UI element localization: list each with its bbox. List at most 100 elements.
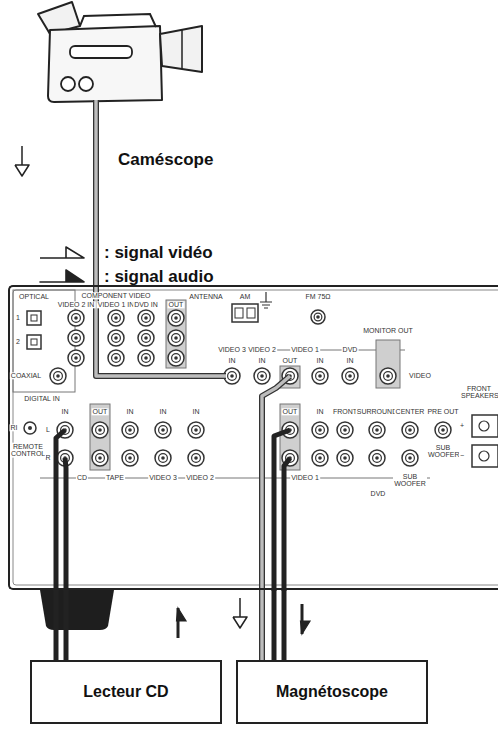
jack-pin <box>114 316 118 320</box>
legend-entry: : signal audio <box>38 267 238 287</box>
panel-label: ANTENNA <box>188 293 223 300</box>
rca-jack <box>92 422 108 438</box>
panel-label: VIDEO 2 IN <box>57 301 96 308</box>
remote-jack-pin <box>28 426 32 430</box>
rca-jack <box>311 310 325 324</box>
jack-rim <box>380 368 396 384</box>
jack-ring <box>316 426 325 435</box>
audio-cable <box>284 458 290 591</box>
jack-ring <box>314 313 322 321</box>
rca-jack <box>435 422 451 438</box>
group-rule <box>40 478 430 479</box>
jack-ring <box>316 454 325 463</box>
jack-ring <box>341 454 350 463</box>
jack-pin <box>74 356 78 360</box>
jack-rim <box>122 450 138 466</box>
jack-pin <box>161 428 165 432</box>
device-box: Magnétoscope <box>236 660 428 724</box>
jack-ring <box>439 426 448 435</box>
panel-label: SURROUND <box>356 408 398 415</box>
jack-pin <box>343 428 347 432</box>
video-cable-edge <box>93 100 99 186</box>
jack-rim <box>68 350 84 366</box>
jack-rim <box>224 368 240 384</box>
jack-ring <box>112 354 121 363</box>
panel-label: DVD <box>342 346 359 353</box>
receiver-foot <box>40 590 114 630</box>
panel-label: REMOTE CONTROL <box>10 443 46 458</box>
rca-jack <box>122 422 138 438</box>
rca-jack <box>168 330 184 346</box>
receiver-panel <box>8 285 498 630</box>
rca-jack <box>402 450 418 466</box>
jack-pin <box>161 456 165 460</box>
camcorder-lens <box>160 26 202 72</box>
jack-pin <box>375 428 379 432</box>
jack-ring <box>72 334 81 343</box>
jack-rim <box>402 450 418 466</box>
jack-pin <box>144 356 148 360</box>
camcorder-node: Caméscope <box>20 0 220 186</box>
jack-pin <box>316 315 320 319</box>
panel-label: RI <box>10 424 19 431</box>
output-box <box>166 300 186 368</box>
jack-pin <box>408 428 412 432</box>
audio-cable <box>65 458 66 591</box>
filled-arrow-symbol <box>40 270 84 282</box>
jack-pin <box>114 336 118 340</box>
jack-rim <box>168 350 184 366</box>
jack-rim <box>337 422 353 438</box>
camcorder-body <box>48 26 162 102</box>
jack-ring <box>192 454 201 463</box>
terminal-screw <box>479 421 489 431</box>
jack-rim <box>168 310 184 326</box>
audio-cable <box>272 590 277 660</box>
panel-label: COMPONENT VIDEO <box>80 292 151 299</box>
jack-rim <box>108 330 124 346</box>
am-clip <box>235 308 243 318</box>
panel-label: OUT <box>92 408 109 415</box>
jack-pin <box>194 428 198 432</box>
video-cable-core <box>260 590 263 660</box>
panel-inner-frame <box>13 290 498 585</box>
jack-ring <box>72 314 81 323</box>
jack-ring <box>142 354 151 363</box>
camcorder-window <box>70 46 132 58</box>
speaker-terminal <box>472 415 498 437</box>
legend-text: : signal vidéo <box>104 243 213 263</box>
jack-rim <box>68 330 84 346</box>
panel-label: L <box>45 426 51 433</box>
panel-label: IN <box>258 357 267 364</box>
jack-ring <box>159 426 168 435</box>
panel-label: CD <box>76 474 88 481</box>
rca-jack <box>312 450 328 466</box>
terminal-screw <box>479 451 489 461</box>
jack-rim <box>138 330 154 346</box>
panel-label: IN <box>316 408 325 415</box>
rca-jack <box>380 368 396 384</box>
rca-jack <box>138 310 154 326</box>
filled-arrowhead <box>177 608 187 621</box>
rca-jack <box>68 310 84 326</box>
jack-rim <box>342 368 358 384</box>
camcorder-illustration <box>38 2 202 102</box>
jack-rim <box>92 450 108 466</box>
panel-label: FRONT SPEAKERS <box>460 385 498 400</box>
legend-entry: : signal vidéo <box>38 243 238 263</box>
rca-jack <box>188 450 204 466</box>
panel-label: FRONT <box>332 408 358 415</box>
rca-jack <box>108 350 124 366</box>
camcorder-button <box>61 77 75 91</box>
jack-rim <box>138 310 154 326</box>
camcorder-lens-ring <box>181 30 183 69</box>
panel-label: OUT <box>168 301 185 308</box>
panel-label: AM <box>239 293 252 300</box>
panel-label: FM 75Ω <box>304 293 331 300</box>
jack-rim <box>435 422 451 438</box>
rca-jack <box>138 330 154 346</box>
jack-pin <box>386 374 390 378</box>
jack-ring <box>112 314 121 323</box>
audio-cable <box>274 430 290 591</box>
jack-rim <box>122 422 138 438</box>
jack-ring <box>258 372 267 381</box>
